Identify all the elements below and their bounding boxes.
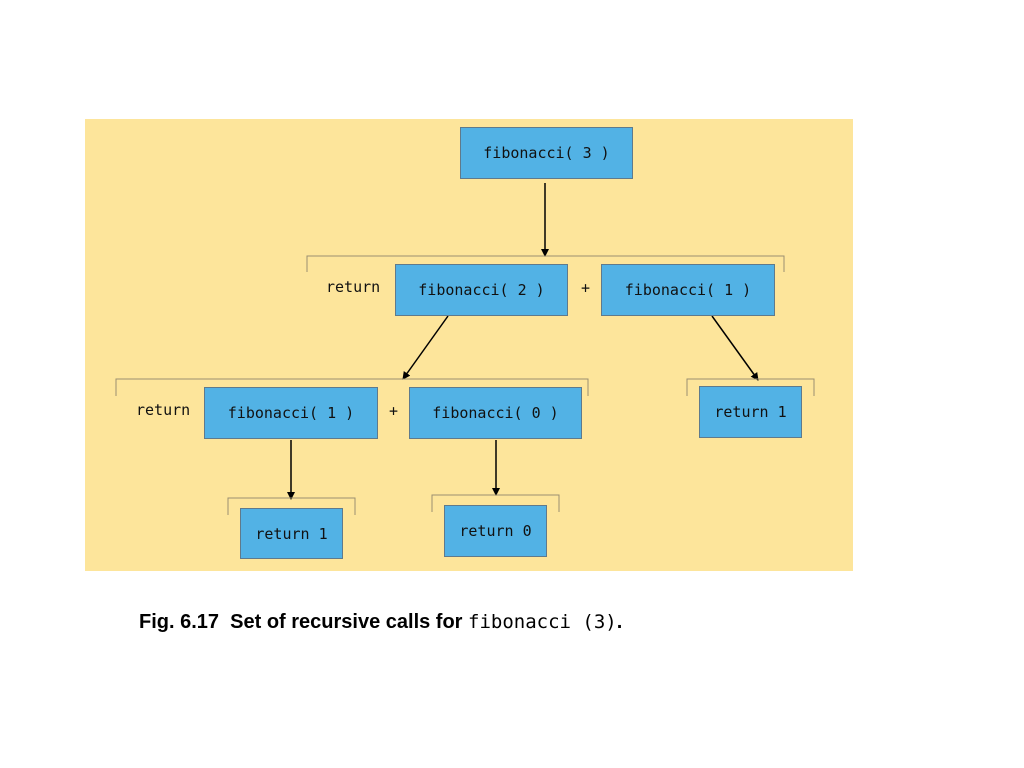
bracket-return1-left: [227, 497, 356, 515]
diagram-panel: [85, 119, 853, 571]
bracket-return0: [431, 494, 560, 512]
node-return-1-right: return 1: [699, 386, 802, 438]
node-return-0: return 0: [444, 505, 547, 557]
bracket-level2: [115, 378, 589, 396]
arrow-fib1-to-return1: [711, 315, 759, 381]
level1-return-label: return: [326, 278, 381, 296]
node-fibonacci-3: fibonacci( 3 ): [460, 127, 633, 179]
node-fibonacci-1-left: fibonacci( 1 ): [204, 387, 378, 439]
level2-return-label: return: [136, 401, 191, 419]
caption-prefix: Fig. 6.17 Set of recursive calls for: [139, 611, 469, 633]
bracket-level1: [306, 255, 785, 272]
level2-plus-label: +: [389, 402, 399, 420]
node-fibonacci-2: fibonacci( 2 ): [395, 264, 568, 316]
node-fibonacci-0: fibonacci( 0 ): [409, 387, 582, 439]
figure-caption: Fig. 6.17 Set of recursive calls for fib…: [139, 611, 622, 634]
level1-plus-label: +: [581, 279, 591, 297]
node-return-1-left: return 1: [240, 508, 343, 559]
bracket-return1-right: [686, 378, 815, 396]
caption-code: fibonacci (3): [468, 611, 617, 633]
arrow-fib2-to-level2: [402, 315, 449, 380]
caption-suffix: .: [616, 611, 623, 633]
node-fibonacci-1-right: fibonacci( 1 ): [601, 264, 775, 316]
